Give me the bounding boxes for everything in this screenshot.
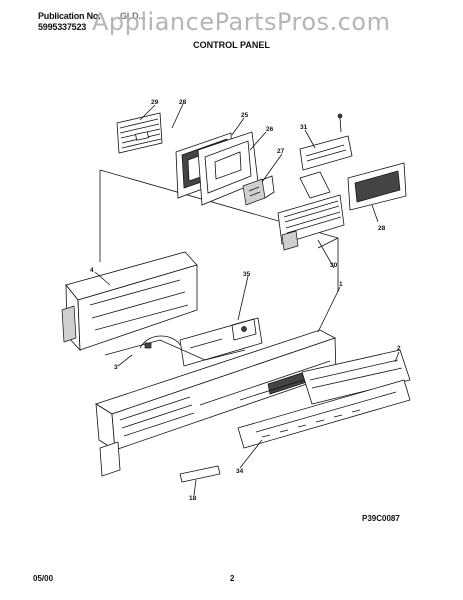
watermark: AppliancePartsPros.com bbox=[92, 8, 391, 36]
part-27-connector bbox=[242, 175, 275, 206]
callout-1: 1 bbox=[339, 281, 343, 288]
callout-28b: 28 bbox=[378, 225, 386, 232]
callout-28a: 28 bbox=[179, 99, 187, 106]
callout-18: 18 bbox=[189, 495, 197, 502]
callout-26: 26 bbox=[266, 126, 274, 133]
part-34-keypad bbox=[237, 379, 411, 449]
model-number: GLD... bbox=[120, 11, 146, 21]
publication-label: Publication No. bbox=[38, 11, 101, 21]
page-number: 2 bbox=[230, 574, 235, 583]
part-29-grille bbox=[116, 112, 163, 154]
footer-date: 05/00 bbox=[33, 574, 54, 583]
leader-lines bbox=[94, 103, 400, 496]
callout-34: 34 bbox=[236, 468, 244, 475]
callout-35: 35 bbox=[243, 271, 251, 278]
callout-31: 31 bbox=[300, 124, 308, 131]
part-35-module bbox=[179, 317, 263, 367]
part-3-wiring bbox=[104, 335, 246, 361]
part-18-label bbox=[179, 465, 221, 483]
callout-25: 25 bbox=[241, 112, 249, 119]
drawing-code: P39C0087 bbox=[362, 514, 400, 523]
part-4-housing bbox=[61, 251, 198, 352]
part-2-overlay bbox=[301, 349, 411, 405]
diagram-title: CONTROL PANEL bbox=[193, 40, 270, 50]
callout-3: 3 bbox=[114, 364, 118, 371]
callout-27: 27 bbox=[277, 148, 285, 155]
publication-number: 5995337523 bbox=[38, 22, 87, 32]
part-30-board bbox=[277, 171, 345, 251]
callout-2: 2 bbox=[397, 345, 401, 352]
part-25-26-window bbox=[175, 131, 259, 206]
callout-4: 4 bbox=[90, 267, 94, 274]
part-31-strip bbox=[299, 113, 353, 171]
callout-29: 29 bbox=[151, 99, 159, 106]
callout-30: 30 bbox=[330, 262, 338, 269]
part-28-display bbox=[347, 162, 407, 211]
